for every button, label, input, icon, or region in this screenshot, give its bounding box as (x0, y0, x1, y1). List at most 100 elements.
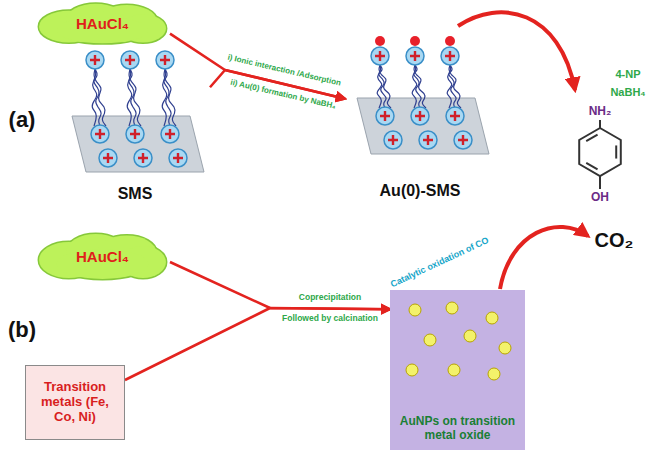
charged-group (406, 47, 424, 65)
charged-group (371, 47, 389, 65)
plus-sign (165, 129, 175, 139)
charged-group (126, 125, 144, 143)
gold-nanoparticle (446, 302, 458, 314)
plus-sign (388, 135, 398, 145)
support-figure: SMS (60, 48, 210, 205)
charged-group (161, 125, 179, 143)
product-label: CO₂ (595, 229, 634, 251)
plus-sign (95, 129, 105, 139)
text-area: HAuCl₄ (35, 232, 170, 282)
polymer-strand (449, 65, 461, 108)
charged-group (91, 125, 109, 143)
plus-sign (415, 111, 425, 121)
gold-nanoparticle (424, 334, 436, 346)
plus-sign (445, 51, 455, 61)
plus-sign (125, 55, 135, 65)
benzene-ring (579, 128, 621, 176)
plus-sign (173, 153, 183, 163)
gold-nanoparticle (464, 330, 476, 342)
support-slab (357, 98, 489, 154)
plus-sign (130, 129, 140, 139)
gold-nanoparticle (445, 36, 455, 46)
text-area: Au(0)-SMS (345, 30, 495, 202)
cloud-fill (57, 249, 149, 279)
polymer-strand (129, 69, 141, 126)
box-outline (26, 366, 125, 440)
charged-group (446, 107, 464, 125)
gold-nanoparticle (375, 36, 385, 46)
polymer-strand (379, 65, 391, 108)
reaction-arrow (170, 262, 390, 309)
oxidation-arrow (500, 227, 588, 289)
gold-nanoparticle (448, 364, 460, 376)
node-label: SMS (118, 185, 153, 203)
charged-group (411, 107, 429, 125)
gold-nanoparticle (486, 312, 498, 324)
double-bond (586, 135, 597, 142)
charged-group (441, 47, 459, 65)
oxide-support (390, 290, 525, 450)
panel-label: (a) (9, 108, 36, 132)
gold-nanoparticle (488, 368, 500, 380)
node-label: HAuCl₄ (76, 248, 129, 265)
polymer-strand (94, 69, 106, 126)
node-label: AuNPs on transition metal oxide (398, 415, 517, 443)
charged-group (99, 149, 117, 167)
metal-source-box: Transition metals (Fe, Co, Ni) (25, 365, 125, 440)
charged-group (134, 149, 152, 167)
node-outline (60, 48, 210, 205)
reagent-cloud: HAuCl₄ (35, 232, 170, 282)
polymer-strand (164, 69, 176, 126)
plus-sign (410, 51, 420, 61)
text-area: Transition metals (Fe, Co, Ni) (25, 365, 125, 440)
aminophenol-structure (579, 120, 621, 189)
charged-group (169, 149, 187, 167)
reagent-cloud: HAuCl₄ (35, 2, 170, 46)
hydroxyl-bond (599, 176, 601, 189)
charged-group (156, 51, 174, 69)
text-area: HAuCl₄ (35, 2, 170, 46)
node-label: Au(0)-SMS (380, 182, 461, 200)
panel-label: (b) (8, 318, 36, 342)
charged-group (121, 51, 139, 69)
reagent-label: 4-NP (615, 68, 640, 80)
step-note: Coprecipitation (299, 293, 361, 302)
charged-group (454, 131, 472, 149)
reaction-arrow (125, 308, 390, 380)
charged-group (376, 107, 394, 125)
plus-sign (90, 55, 100, 65)
polymer-strand (414, 65, 426, 108)
plus-sign (375, 51, 385, 61)
double-bond (586, 163, 597, 170)
reagent-label: NaBH₄ (610, 86, 645, 98)
amine-bond (599, 120, 601, 128)
plus-sign (138, 153, 148, 163)
step-note: Followed by calcination (282, 314, 378, 323)
plus-sign (160, 55, 170, 65)
gold-nanoparticle (410, 36, 420, 46)
reaction-arrow (458, 12, 575, 90)
plus-sign (450, 111, 460, 121)
support-slab (72, 116, 204, 172)
plus-sign (458, 135, 468, 145)
support-figure: Au(0)-SMS (345, 30, 495, 202)
gold-nanoparticle (409, 304, 421, 316)
node-label: Transition metals (Fe, Co, Ni) (31, 380, 119, 425)
plus-sign (103, 153, 113, 163)
text-area: SMS (60, 48, 210, 205)
charged-group (86, 51, 104, 69)
group-label: NH₂ (589, 105, 612, 118)
charged-group (384, 131, 402, 149)
plus-sign (423, 135, 433, 145)
text-area: AuNPs on transition metal oxide (390, 290, 525, 450)
double-bond (615, 145, 617, 158)
cloud-edge (57, 249, 149, 279)
charged-group (419, 131, 437, 149)
group-label: OH (591, 191, 609, 204)
plus-sign (380, 111, 390, 121)
catalyst-square: AuNPs on transition metal oxide (390, 290, 525, 450)
gold-nanoparticle (499, 342, 511, 354)
gold-nanoparticle (406, 364, 418, 376)
node-label: HAuCl₄ (76, 15, 129, 32)
